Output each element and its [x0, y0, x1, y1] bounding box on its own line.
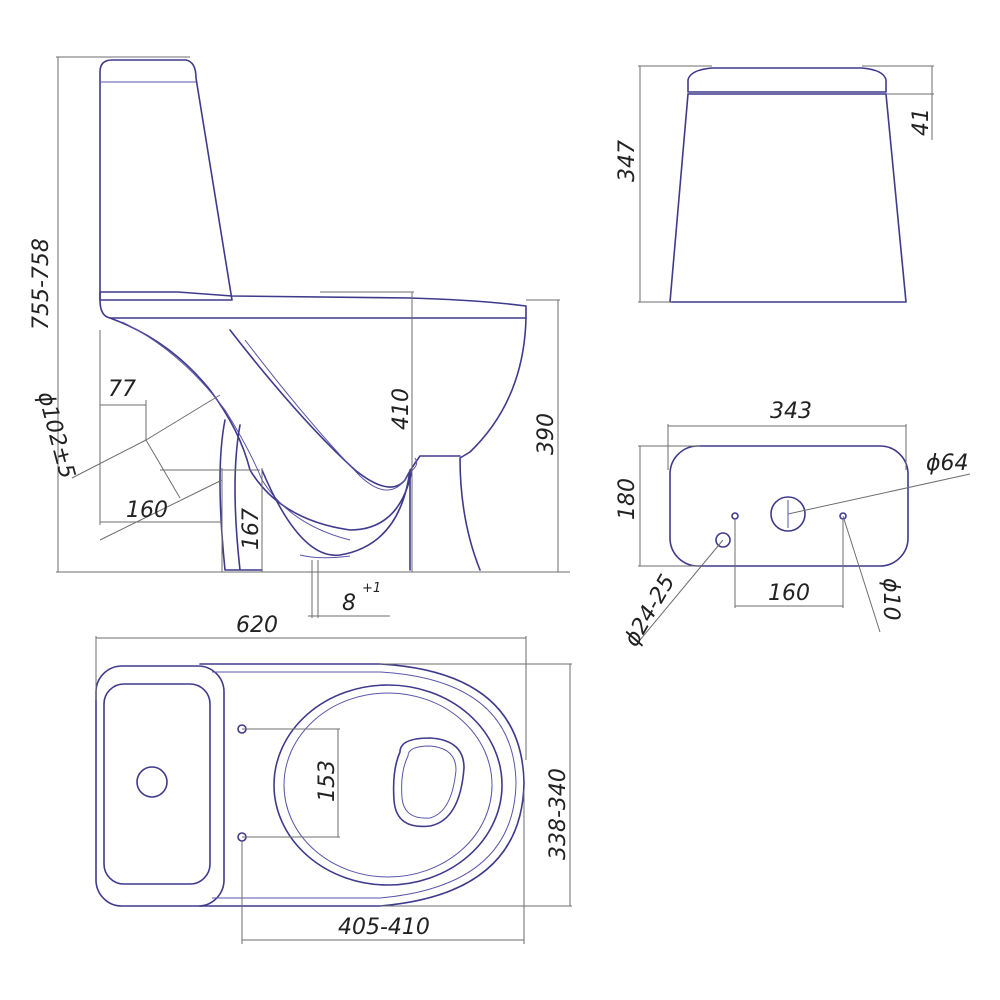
side-tank-outline — [99, 59, 233, 301]
top-seat — [273, 684, 503, 886]
top-bowl-opening-inner — [401, 745, 457, 819]
dim-total-width: 338-340 — [546, 768, 571, 860]
bolt-hole-right — [839, 512, 847, 520]
side-bowl-inner — [229, 329, 461, 488]
dim-tank-bottom-width: 343 — [770, 399, 812, 424]
top-bowl-outline — [199, 663, 525, 907]
dim-total-height: 755-758 — [29, 238, 54, 330]
dim-flush-hole: ϕ64 — [926, 451, 969, 476]
dim-outlet-height: 167 — [239, 508, 264, 550]
top-bowl-outline-2 — [212, 671, 517, 899]
top-tank-inner — [103, 683, 211, 885]
dim-inlet-hole: ϕ24-25 — [620, 571, 681, 651]
dim-rim-height: 390 — [534, 413, 559, 455]
bolt-hole-left — [731, 512, 739, 520]
inlet-hole — [715, 532, 731, 548]
top-view: 620 338-340 153 405-410 — [95, 613, 572, 944]
dim-bolt-hole: ϕ10 — [878, 578, 903, 621]
tank-front-view: 347 41 — [615, 65, 934, 303]
side-trapway-inner — [121, 321, 351, 541]
dim-outlet-length: 160 — [126, 498, 168, 523]
tank-bottom-outline — [669, 445, 909, 567]
dim-hole-spacing: 160 — [768, 581, 810, 606]
top-bowl-opening — [392, 737, 465, 828]
dim-outlet-offset: 77 — [108, 377, 136, 402]
tank-front-body — [669, 93, 907, 303]
dim-bolt-spacing: 153 — [315, 760, 340, 802]
side-base — [219, 419, 411, 571]
dim-tank-bottom-depth: 180 — [615, 478, 640, 520]
dim-outlet-diameter: ϕ102±5 — [32, 389, 79, 481]
top-seat-inner — [283, 692, 493, 878]
dim-bowl-height: 410 — [389, 388, 414, 430]
dim-tank-height: 347 — [615, 140, 640, 182]
tank-bottom-view: 343 180 ϕ64 ϕ24-25 ϕ10 160 — [615, 399, 971, 651]
side-bowl-front — [459, 317, 527, 571]
dim-total-length: 620 — [236, 613, 278, 638]
flush-hole — [770, 496, 806, 532]
dim-floor-gap-tolerance: +1 — [362, 581, 381, 596]
dim-tank-lid-height: 41 — [909, 108, 934, 136]
side-view: 755-758 410 390 77 ϕ102±5 160 167 8 +1 — [29, 56, 570, 618]
dim-seat-length: 405-410 — [338, 915, 430, 940]
side-bowl-inner-2 — [244, 339, 411, 491]
top-flush-button — [136, 766, 168, 798]
side-bowl-rim — [99, 291, 527, 319]
dim-floor-gap: 8 — [342, 591, 356, 616]
tank-front-lid — [687, 67, 887, 93]
top-tank-outline — [95, 665, 225, 907]
